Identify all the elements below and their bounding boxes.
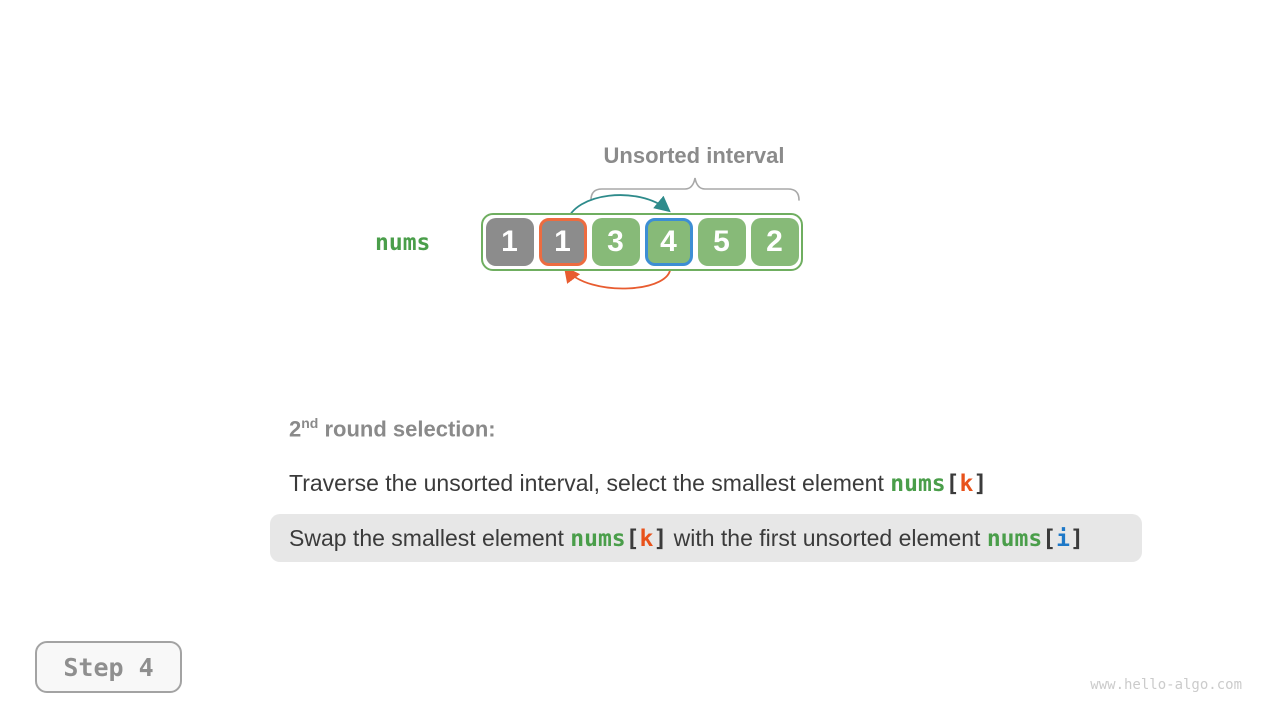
- swap-sentence: Swap the smallest element nums[k] with t…: [289, 514, 1142, 563]
- code-bracket-open: [: [625, 526, 640, 552]
- round-heading-text: round selection:: [318, 416, 496, 442]
- array-name-label: nums: [375, 230, 431, 256]
- code-nums: nums: [890, 471, 946, 497]
- nums-array: 1 1 3 4 5 2: [481, 213, 803, 271]
- round-ordinal: nd: [301, 415, 319, 431]
- code-bracket-open: [: [1042, 526, 1057, 552]
- code-bracket-close: ]: [653, 526, 668, 552]
- traverse-sentence: Traverse the unsorted interval, select t…: [289, 470, 987, 497]
- array-cell-2: 3: [591, 218, 640, 266]
- array-cell-0: 1: [485, 218, 534, 266]
- code-index-k: k: [639, 526, 654, 552]
- code-bracket-close: ]: [973, 471, 988, 497]
- code-index-k: k: [959, 471, 974, 497]
- code-index-i: i: [1056, 526, 1070, 552]
- array-cell-4: 5: [697, 218, 746, 266]
- code-nums: nums: [986, 526, 1043, 552]
- site-watermark: www.hello-algo.com: [1090, 677, 1242, 693]
- step-badge: Step 4: [35, 641, 182, 693]
- unsorted-interval-label: Unsorted interval: [603, 143, 785, 168]
- sentence-text: Swap the smallest element: [289, 525, 571, 551]
- array-cell-3: 4: [644, 218, 693, 266]
- array-cell-5: 2: [750, 218, 799, 266]
- array-cell-1: 1: [538, 218, 587, 266]
- code-bracket-close: ]: [1069, 526, 1084, 552]
- code-bracket-open: [: [945, 471, 960, 497]
- sentence-text: Traverse the unsorted interval, select t…: [289, 470, 891, 496]
- round-heading: 2nd round selection:: [289, 415, 496, 442]
- sentence-text: with the first unsorted element: [667, 525, 987, 551]
- current-step-highlight: Swap the smallest element nums[k] with t…: [270, 514, 1142, 562]
- round-number: 2: [289, 416, 302, 442]
- unsorted-interval-brace: [590, 177, 800, 201]
- code-nums: nums: [570, 526, 626, 552]
